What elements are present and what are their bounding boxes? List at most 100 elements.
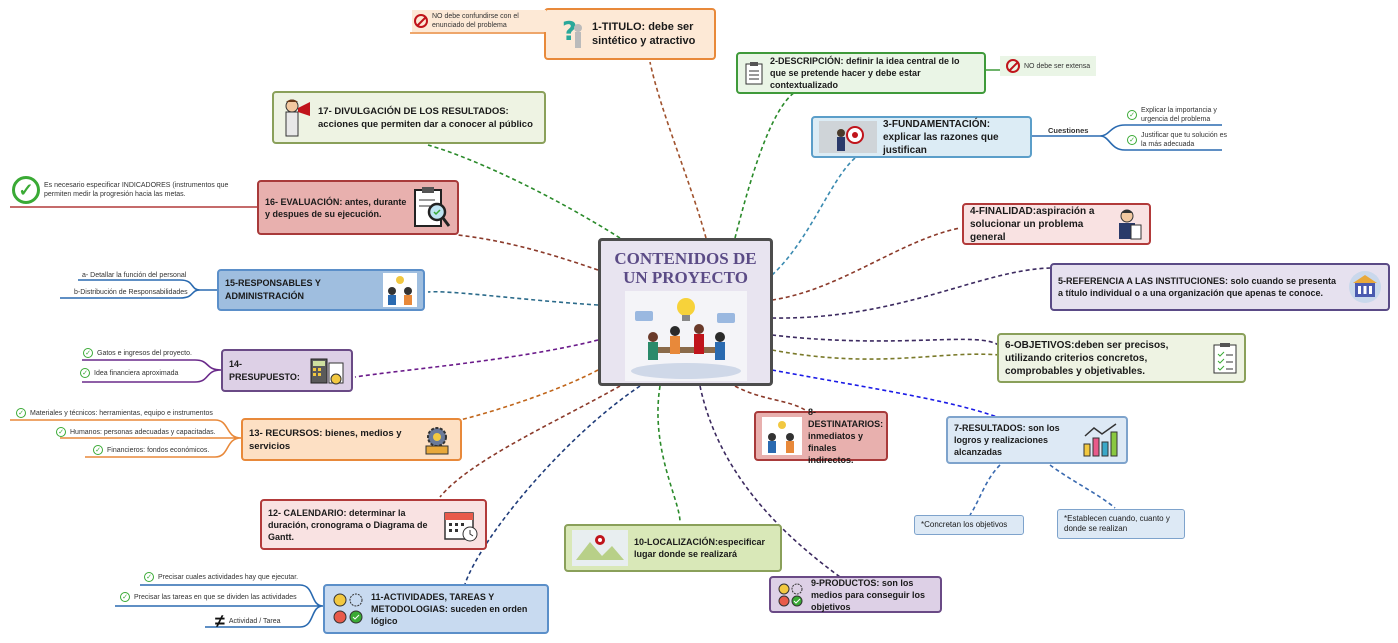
calendar-icon — [443, 507, 479, 543]
wire-2 — [734, 91, 796, 239]
node-recursos-text: 13- RECURSOS: bienes, medios y servicios — [249, 427, 402, 452]
node-finalidad-text: 4-FINALIDAD:aspiración a solucionar un p… — [970, 205, 1095, 243]
process-icon — [331, 591, 365, 627]
node-finalidad[interactable]: 4-FINALIDAD:aspiración a solucionar un p… — [962, 203, 1151, 245]
node-recursos[interactable]: 13- RECURSOS: bienes, medios y servicios — [241, 418, 462, 461]
branch-rec — [10, 419, 242, 458]
node-calendario-text: 12- CALENDARIO: determinar la duración, … — [268, 507, 428, 542]
not-equal-icon: ≠ — [215, 611, 225, 631]
note-titulo: NO debe confundirse con el enunciado del… — [412, 10, 546, 32]
central-topic[interactable]: CONTENIDOS DE UN PROYECTO — [598, 238, 773, 386]
institution-icon — [1348, 270, 1382, 304]
note-resp-a: a- Detallar la función del personal — [82, 272, 187, 279]
team-admin-icon — [383, 273, 417, 307]
team-illustration — [624, 291, 747, 381]
branch-act — [115, 584, 324, 628]
node-divulgacion-text: 17- DIVULGACIÓN DE LOS RESULTADOS: accio… — [318, 105, 533, 130]
node-referencia-text: 5-REFERENCIA A LAS INSTITUCIONES: solo c… — [1058, 276, 1337, 298]
note-pres-2: ✓Idea financiera aproximada — [80, 368, 178, 378]
branch-resp — [60, 279, 217, 299]
wire-4 — [771, 227, 961, 301]
budget-icon — [309, 355, 345, 387]
note-pres-1: ✓Gatos e ingresos del proyecto. — [83, 348, 192, 358]
node-destinatarios[interactable]: 8-DESTINATARIOS: inmediatos y finales in… — [754, 407, 888, 465]
map-pin-icon — [572, 530, 628, 566]
node-divulgacion[interactable]: 17- DIVULGACIÓN DE LOS RESULTADOS: accio… — [272, 91, 546, 144]
node-responsables-text: 15-RESPONSABLES Y ADMINISTRACIÓN — [225, 278, 321, 301]
wire-9 — [734, 385, 806, 411]
note-act-2: ✓Precisar las tareas en que se dividen l… — [120, 592, 297, 602]
node-actividades[interactable]: 11-ACTIVIDADES, TAREAS Y METODOLOGIAS: s… — [323, 584, 549, 634]
branch-res-1 — [969, 464, 1001, 516]
node-fundamentacion-text: 3-FUNDAMENTACIÓN: explicar las razones q… — [883, 118, 999, 156]
node-titulo[interactable]: ? 1-TITULO: debe ser sintético y atracti… — [544, 8, 716, 60]
wire-8 — [771, 369, 1001, 419]
note-rec-1: ✓Materiales y técnicos: herramientas, eq… — [16, 408, 213, 418]
wire-10 — [699, 385, 841, 578]
wire-15 — [354, 339, 599, 378]
wire-6 — [771, 334, 1001, 347]
wire-14 — [459, 369, 599, 421]
wire-16 — [427, 290, 599, 306]
node-destinatarios-text: 8-DESTINATARIOS: inmediatos y finales in… — [808, 407, 884, 465]
wire-13 — [439, 385, 621, 498]
node-referencia[interactable]: 5-REFERENCIA A LAS INSTITUCIONES: solo c… — [1050, 263, 1390, 311]
node-presupuesto[interactable]: 14-PRESUPUESTO: — [221, 349, 353, 392]
node-productos-text: 9-PRODUCTOS: son los medios para consegu… — [811, 577, 926, 612]
node-resultados[interactable]: 7-RESULTADOS: son los logros y realizaci… — [946, 416, 1128, 464]
wire-11 — [657, 385, 681, 523]
evaluation-magnifier-icon — [413, 186, 451, 230]
note-fund-2: ✓Justificar que tu solución es la más ad… — [1127, 131, 1227, 149]
note-act-1: ✓Precisar cuales actividades hay que eje… — [144, 572, 298, 582]
node-calendario[interactable]: 12- CALENDARIO: determinar la duración, … — [260, 499, 487, 550]
node-descripcion-text: 2-DESCRIPCIÓN: definir la idea central d… — [770, 56, 960, 90]
wire-7 — [771, 349, 1001, 360]
note-descripcion: NO debe ser extensa — [1000, 56, 1097, 76]
wire-5 — [771, 267, 1051, 319]
check-icon: ✓ — [1127, 110, 1137, 120]
note-act-3: ≠Actividad / Tarea — [215, 611, 281, 631]
node-presupuesto-text: 14-PRESUPUESTO: — [229, 358, 300, 382]
check-icon: ✓ — [56, 427, 66, 437]
note-rec-3: ✓Financieros: fondos económicos. — [93, 445, 209, 455]
branch-fund — [1032, 124, 1222, 151]
resultados-sub-2: *Establecen cuando, cuanto y donde se re… — [1057, 509, 1185, 539]
node-localizacion[interactable]: 10-LOCALIZACIÓN:especificar lugar donde … — [564, 524, 782, 572]
svg-text:?: ? — [562, 17, 577, 47]
node-evaluacion-text: 16- EVALUACIÓN: antes, durante y despues… — [265, 196, 407, 219]
check-icon: ✓ — [120, 592, 130, 602]
node-descripcion[interactable]: 2-DESCRIPCIÓN: definir la idea central d… — [736, 52, 986, 94]
wire-17 — [457, 234, 599, 271]
branch-res-2 — [1049, 464, 1116, 509]
branch-pres — [82, 359, 222, 383]
note-rec-2: ✓Humanos: personas adecuadas y capacitad… — [56, 427, 216, 437]
bar-chart-icon — [1080, 422, 1120, 458]
wire-3 — [771, 157, 856, 276]
clipboard-icon — [744, 61, 764, 85]
node-actividades-text: 11-ACTIVIDADES, TAREAS Y METODOLOGIAS: s… — [371, 592, 528, 626]
node-titulo-text: 1-TITULO: debe ser sintético y atractivo — [592, 21, 696, 47]
question-person-icon: ? — [552, 14, 586, 54]
checklist-icon — [1212, 342, 1238, 374]
check-icon: ✓ — [144, 572, 154, 582]
wire-1 — [649, 61, 707, 239]
note-resp-b: b-Distribución de Responsabilidades — [74, 289, 188, 296]
label-cuestiones: Cuestiones — [1048, 126, 1089, 135]
prohibited-icon — [1006, 59, 1020, 73]
check-icon: ✓ — [93, 445, 103, 455]
note-evaluacion: ✓ Es necesario especificar INDICADORES (… — [12, 176, 232, 204]
check-icon: ✓ — [16, 408, 26, 418]
wire-18 — [427, 144, 621, 239]
node-evaluacion[interactable]: 16- EVALUACIÓN: antes, durante y despues… — [257, 180, 459, 235]
node-objetivos[interactable]: 6-OBJETIVOS:deben ser precisos, utilizan… — [997, 333, 1246, 383]
wire-12 — [464, 385, 641, 585]
gears-check-icon — [777, 582, 805, 608]
note-fund-1: ✓Explicar la importancia y urgencia del … — [1127, 106, 1227, 124]
target-person-icon — [819, 121, 877, 153]
people-idea-icon — [762, 417, 802, 455]
big-check-icon: ✓ — [12, 176, 40, 204]
node-responsables[interactable]: 15-RESPONSABLES Y ADMINISTRACIÓN — [217, 269, 425, 311]
node-productos[interactable]: 9-PRODUCTOS: son los medios para consegu… — [769, 576, 942, 613]
node-fundamentacion[interactable]: 3-FUNDAMENTACIÓN: explicar las razones q… — [811, 116, 1032, 158]
megaphone-person-icon — [280, 96, 312, 140]
